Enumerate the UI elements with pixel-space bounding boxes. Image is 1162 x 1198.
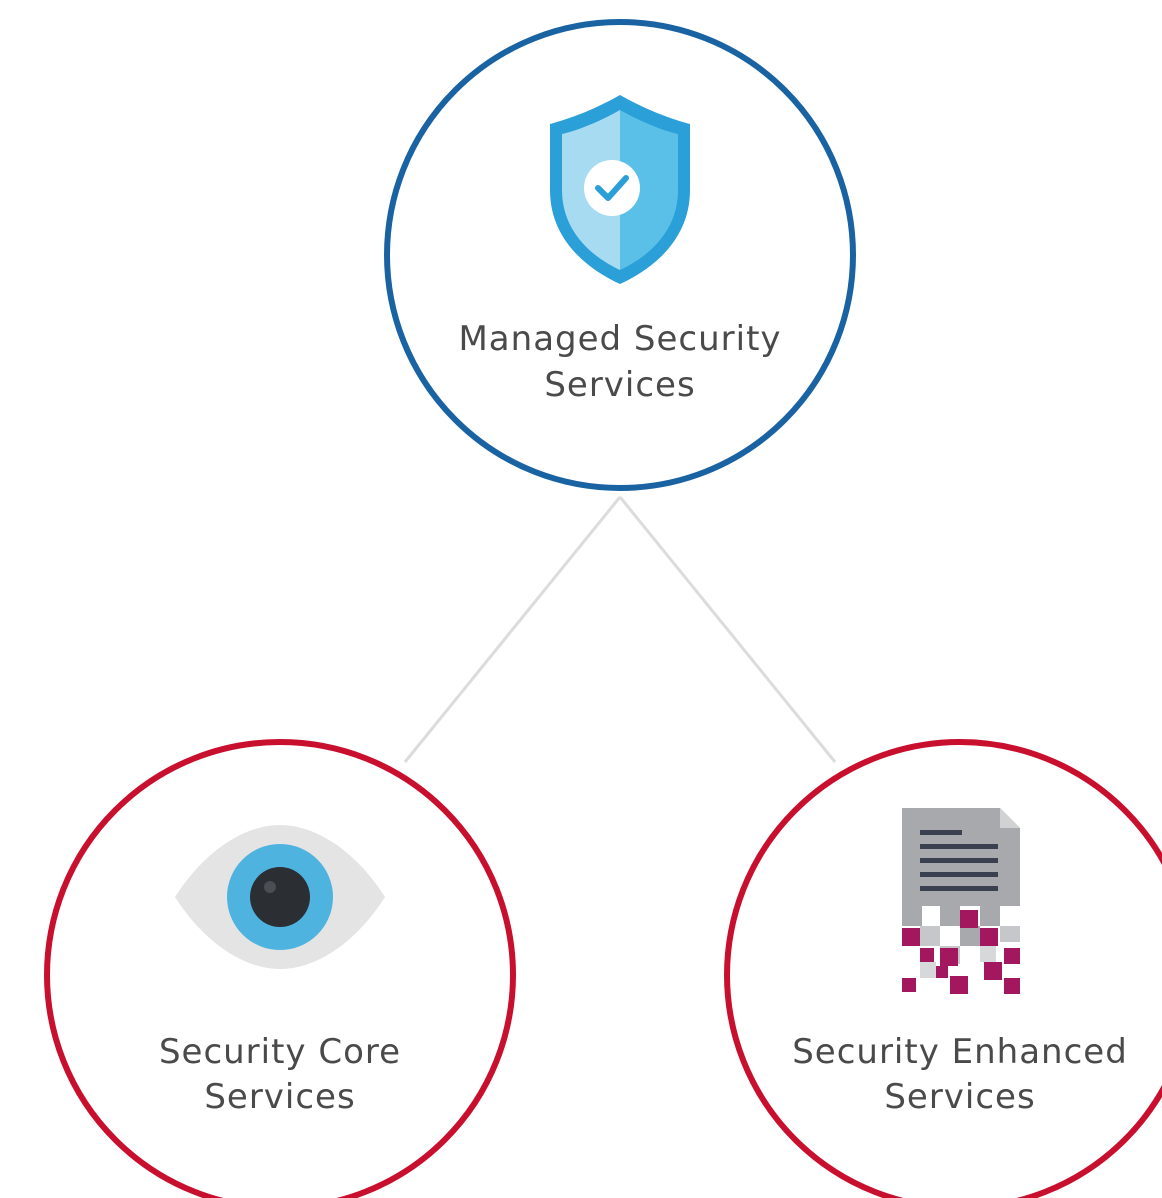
connector-top-to-left — [403, 496, 622, 763]
node-circle — [44, 739, 516, 1198]
node-label-line2: Services — [544, 365, 695, 405]
node-label-line1: Managed Security — [458, 319, 781, 359]
shield-check-icon — [550, 95, 690, 284]
node-security-core-services: Security Core Services — [44, 739, 516, 1198]
node-label-line1: Security Enhanced — [792, 1032, 1128, 1072]
node-security-enhanced-services: Security Enhanced Services — [724, 739, 1162, 1198]
eye-icon — [175, 825, 385, 969]
node-label-line2: Services — [204, 1077, 355, 1117]
connector-top-to-right — [618, 496, 837, 763]
node-managed-security-services: Managed Security Services — [384, 19, 856, 491]
node-label-line2: Services — [884, 1077, 1035, 1117]
document-encryption-icon — [902, 808, 1020, 994]
node-label-line1: Security Core — [159, 1032, 401, 1072]
